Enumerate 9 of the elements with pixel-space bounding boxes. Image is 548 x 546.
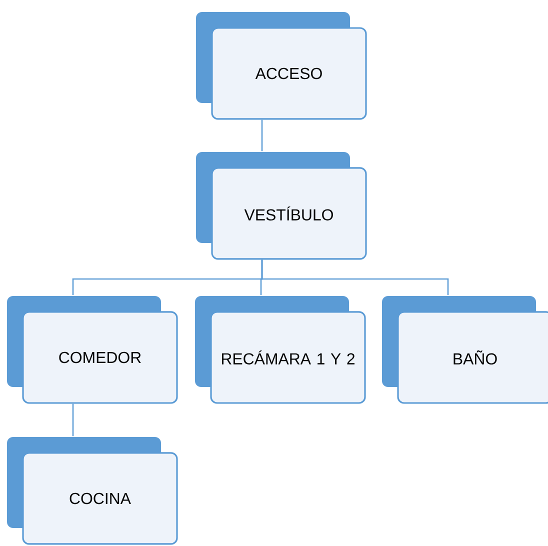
process-box: ACCESO — [196, 12, 367, 120]
process-box: RECÁMARA 1 Y 2 — [195, 296, 366, 404]
connector-line — [261, 120, 263, 152]
process-box: COMEDOR — [7, 296, 178, 404]
connector-line — [72, 404, 74, 436]
process-box: VESTÍBULO — [196, 152, 367, 260]
process-box: BAÑO — [382, 296, 548, 404]
connector-line — [261, 260, 449, 296]
process-box: COCINA — [7, 436, 178, 545]
